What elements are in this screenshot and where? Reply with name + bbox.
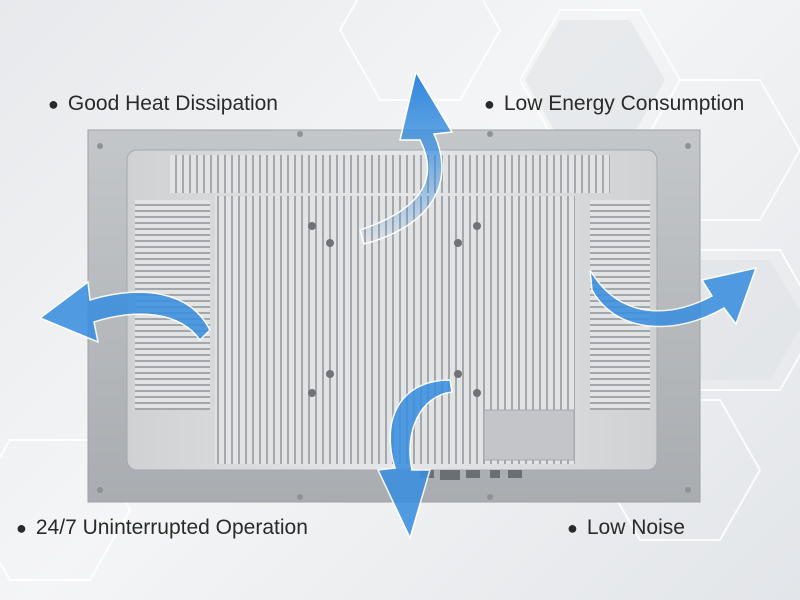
feature-low-noise: ● Low Noise <box>567 516 685 540</box>
label-plate <box>483 409 575 461</box>
feature-uninterrupted-operation: ● 24/7 Uninterrupted Operation <box>16 516 308 540</box>
feature-label: Low Energy Consumption <box>503 92 745 115</box>
bullet-icon: ● <box>48 94 59 114</box>
bullet-icon: ● <box>16 518 27 538</box>
feature-good-heat-dissipation: ● Good Heat Dissipation <box>48 92 278 116</box>
bullet-icon: ● <box>567 518 578 538</box>
feature-label: Good Heat Dissipation <box>67 92 278 115</box>
airflow-arrow-icon <box>359 70 454 245</box>
feature-label: 24/7 Uninterrupted Operation <box>35 516 308 539</box>
feature-low-energy-consumption: ● Low Energy Consumption <box>484 92 744 116</box>
feature-label: Low Noise <box>586 516 685 539</box>
bullet-icon: ● <box>484 94 495 114</box>
mounting-screw-icon <box>308 222 316 230</box>
